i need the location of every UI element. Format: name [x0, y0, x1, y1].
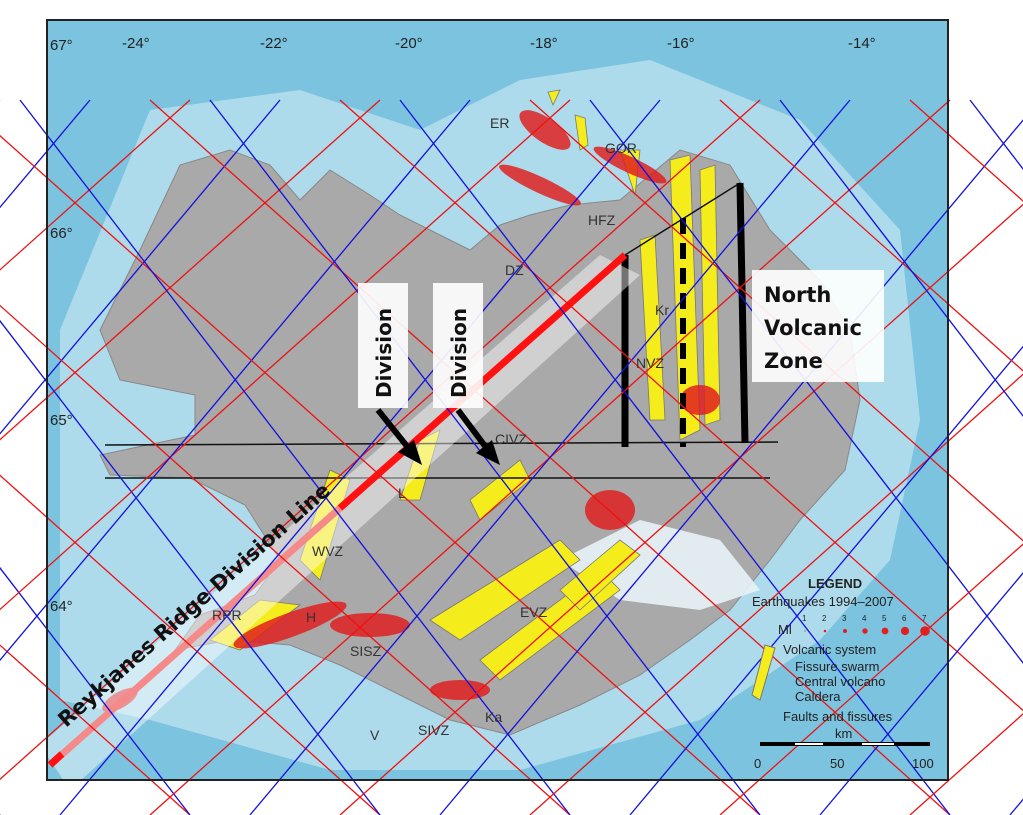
grid-line-blue	[59, 99, 661, 815]
legend-faults: Faults and fissures	[783, 709, 893, 724]
label-evz: EVZ	[520, 604, 548, 620]
grid-line-blue	[439, 119, 1023, 815]
grid-line-blue	[1009, 798, 1023, 815]
grid-line-red	[0, 99, 381, 441]
magnitude-tick: 5	[882, 614, 887, 623]
region-labels: ER GOR HFZ DZ Kr NVZ CIVZ L WVZ RPR H SI…	[212, 115, 669, 743]
magnitude-tick: 3	[842, 614, 847, 623]
reykjanes-line-end	[47, 751, 65, 768]
nvz-box	[752, 270, 884, 382]
legend-title: LEGEND	[808, 576, 862, 591]
label-ka: Ka	[485, 709, 502, 725]
magnitude-dot	[804, 630, 806, 632]
legend-fissure-swarm: Fissure swarm	[795, 659, 880, 674]
lon-tick-24: -24°	[122, 35, 150, 52]
lat-tick-65: 65°	[50, 412, 73, 429]
magnitude-dot	[881, 627, 889, 635]
grid-line-red	[0, 474, 381, 815]
nvz-label-1: North	[764, 283, 831, 307]
grid-line-blue	[249, 99, 851, 815]
label-sisz: SISZ	[350, 643, 382, 659]
label-h: H	[306, 609, 316, 625]
magnitude-tick: 4	[862, 614, 867, 623]
label-l: L	[398, 485, 406, 501]
nvz-east-boundary	[736, 182, 749, 444]
lon-tick-18: -18°	[530, 35, 558, 52]
legend-fissure-swatch	[751, 644, 776, 701]
magnitude-tick: 7	[922, 614, 927, 623]
magnitude-tick: 6	[902, 614, 907, 623]
magnitude-dot	[920, 626, 930, 636]
reykjanes-highlight-band	[47, 255, 640, 780]
grid-line-blue	[969, 99, 1023, 170]
lat-tick-64: 64°	[50, 598, 73, 615]
nvz-label-2: Volcanic	[764, 316, 862, 340]
legend-earthquakes: Earthquakes 1994–2007	[752, 594, 894, 609]
magnitude-tick: 2	[822, 614, 827, 623]
scale-tick-100: 100	[912, 756, 934, 771]
lon-tick-16: -16°	[667, 35, 695, 52]
division-arrow-2	[455, 408, 500, 465]
lat-tick-66: 66°	[50, 225, 73, 242]
legend-magnitude-scale: 1 2 3 4 5 6 7	[802, 614, 930, 636]
magnitude-dot	[843, 629, 847, 633]
legend-magnitude-label: Ml	[778, 622, 792, 637]
grid-line-red	[0, 99, 191, 271]
grid-line-blue	[629, 345, 1023, 815]
grid-line-blue	[19, 99, 571, 815]
grid-line-blue	[589, 99, 1023, 664]
division-arrow-1	[375, 408, 422, 465]
magnitude-dot	[862, 628, 868, 634]
label-sivz: SIVZ	[418, 722, 450, 738]
division-label-2: Division	[447, 308, 471, 398]
overlay-grid-lines	[0, 99, 1023, 815]
map-frame	[46, 19, 949, 781]
legend-volcanic-system: Volcanic system	[783, 642, 876, 657]
grid-line-blue	[399, 99, 951, 815]
label-rpr: RPR	[212, 607, 242, 623]
label-dz: DZ	[505, 262, 524, 278]
nvz-label-3: Zone	[764, 349, 823, 373]
grid-line-blue	[0, 99, 471, 662]
label-v: V	[370, 727, 380, 743]
grid-line-blue	[0, 99, 281, 435]
earthquake-clusters	[102, 110, 720, 713]
fissure-swarms	[209, 89, 721, 681]
label-nvz: NVZ	[636, 355, 664, 371]
lon-tick-22: -22°	[260, 35, 288, 52]
division-line-upper	[104, 441, 779, 446]
grid-line-red	[0, 644, 191, 815]
legend-central-volcano: Central volcano	[795, 674, 885, 689]
scale-tick-0: 0	[754, 756, 761, 771]
label-wvz: WVZ	[312, 543, 344, 559]
grid-line-blue	[779, 99, 1023, 417]
scale-bar	[760, 742, 930, 746]
division-box-1	[358, 283, 408, 408]
lon-tick-20: -20°	[395, 35, 423, 52]
division-box-2	[433, 283, 483, 408]
magnitude-tick: 1	[802, 614, 807, 623]
label-kr: Kr	[655, 302, 669, 318]
legend-caldera: Caldera	[795, 689, 841, 704]
division-label-1: Division	[372, 308, 396, 398]
scale-tick-50: 50	[830, 756, 844, 771]
magnitude-dot	[900, 626, 910, 636]
reykjanes-line-faded	[47, 505, 343, 768]
lat-tick-67: 67°	[50, 37, 73, 54]
lon-tick-14: -14°	[848, 35, 876, 52]
grid-line-red	[719, 543, 1023, 815]
grid-line-blue	[0, 319, 381, 815]
label-hfz: HFZ	[588, 212, 616, 228]
grid-line-blue	[819, 572, 1023, 815]
label-gor: GOR	[605, 140, 637, 156]
label-civz: CIVZ	[495, 431, 527, 447]
label-er: ER	[490, 115, 509, 131]
grid-line-red	[719, 99, 1023, 372]
grid-line-blue	[0, 566, 191, 815]
magnitude-dot	[823, 629, 827, 633]
scale-unit: km	[835, 726, 852, 741]
